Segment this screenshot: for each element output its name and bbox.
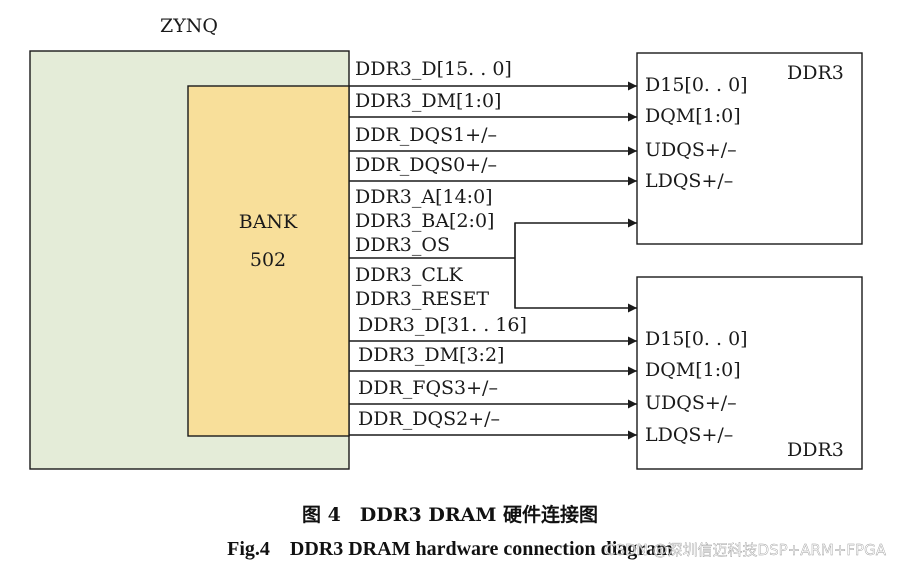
top-chip-pins: D15[0. . 0] DQM[1:0] UDQS+/– LDQS+/– [645,74,748,192]
signal-label: DDR_DQS0+/– [355,154,497,176]
figure-caption-en: Fig.4 DDR3 DRAM hardware connection diag… [227,538,673,560]
signal-label: DDR_DQS2+/– [358,408,500,430]
shared-signal-label: DDR3_A[14:0] [355,186,493,208]
pin-label: DQM[1:0] [645,359,741,381]
bank-number: 502 [250,249,286,271]
signal-label: DDR3_D[31. . 16] [358,314,527,336]
shared-signal-label: DDR3_OS [355,234,450,256]
bottom-chip-pins: D15[0. . 0] DQM[1:0] UDQS+/– LDQS+/– [645,328,748,446]
pin-label: LDQS+/– [645,170,733,192]
signal-label: DDR3_DM[3:2] [358,344,504,366]
pin-label: D15[0. . 0] [645,74,748,96]
shared-bus-arrow-bottom [514,223,637,313]
ddr3-chip-bottom-label: DDR3 [787,439,844,461]
pin-label: LDQS+/– [645,424,733,446]
shared-signal-label: DDR3_BA[2:0] [355,210,494,232]
ddr3-chip-top [636,52,863,245]
pin-label: UDQS+/– [645,392,737,414]
zynq-title: ZYNQ [160,15,218,37]
shared-bus: DDR3_A[14:0] DDR3_BA[2:0] DDR3_OS DDR3_C… [349,186,637,313]
ddr3-chip-bottom [636,276,863,470]
figure-caption-cn: 图 4 DDR3 DRAM 硬件连接图 [302,503,598,526]
pin-label: D15[0. . 0] [645,328,748,350]
ddr3-chip-top-label: DDR3 [787,62,844,84]
bank-block [187,85,350,437]
shared-signal-label: DDR3_CLK [355,264,464,286]
signal-label: DDR_FQS3+/– [358,377,498,399]
pin-label: UDQS+/– [645,139,737,161]
signal-label: DDR_DQS1+/– [355,124,497,146]
shared-signal-label: DDR3_RESET [355,288,489,310]
watermark: CSDN @深圳信迈科技DSP+ARM+FPGA [605,541,887,559]
signal-label: DDR3_D[15. . 0] [355,58,512,80]
pin-label: DQM[1:0] [645,105,741,127]
signal-label: DDR3_DM[1:0] [355,90,501,112]
bank-name: BANK [239,211,298,233]
top-chip-bus: DDR3_D[15. . 0] DDR3_DM[1:0] DDR_DQS1+/–… [349,58,637,186]
shared-bus-arrow-top [514,218,637,308]
bottom-chip-bus: DDR3_D[31. . 16] DDR3_DM[3:2] DDR_FQS3+/… [349,314,637,440]
